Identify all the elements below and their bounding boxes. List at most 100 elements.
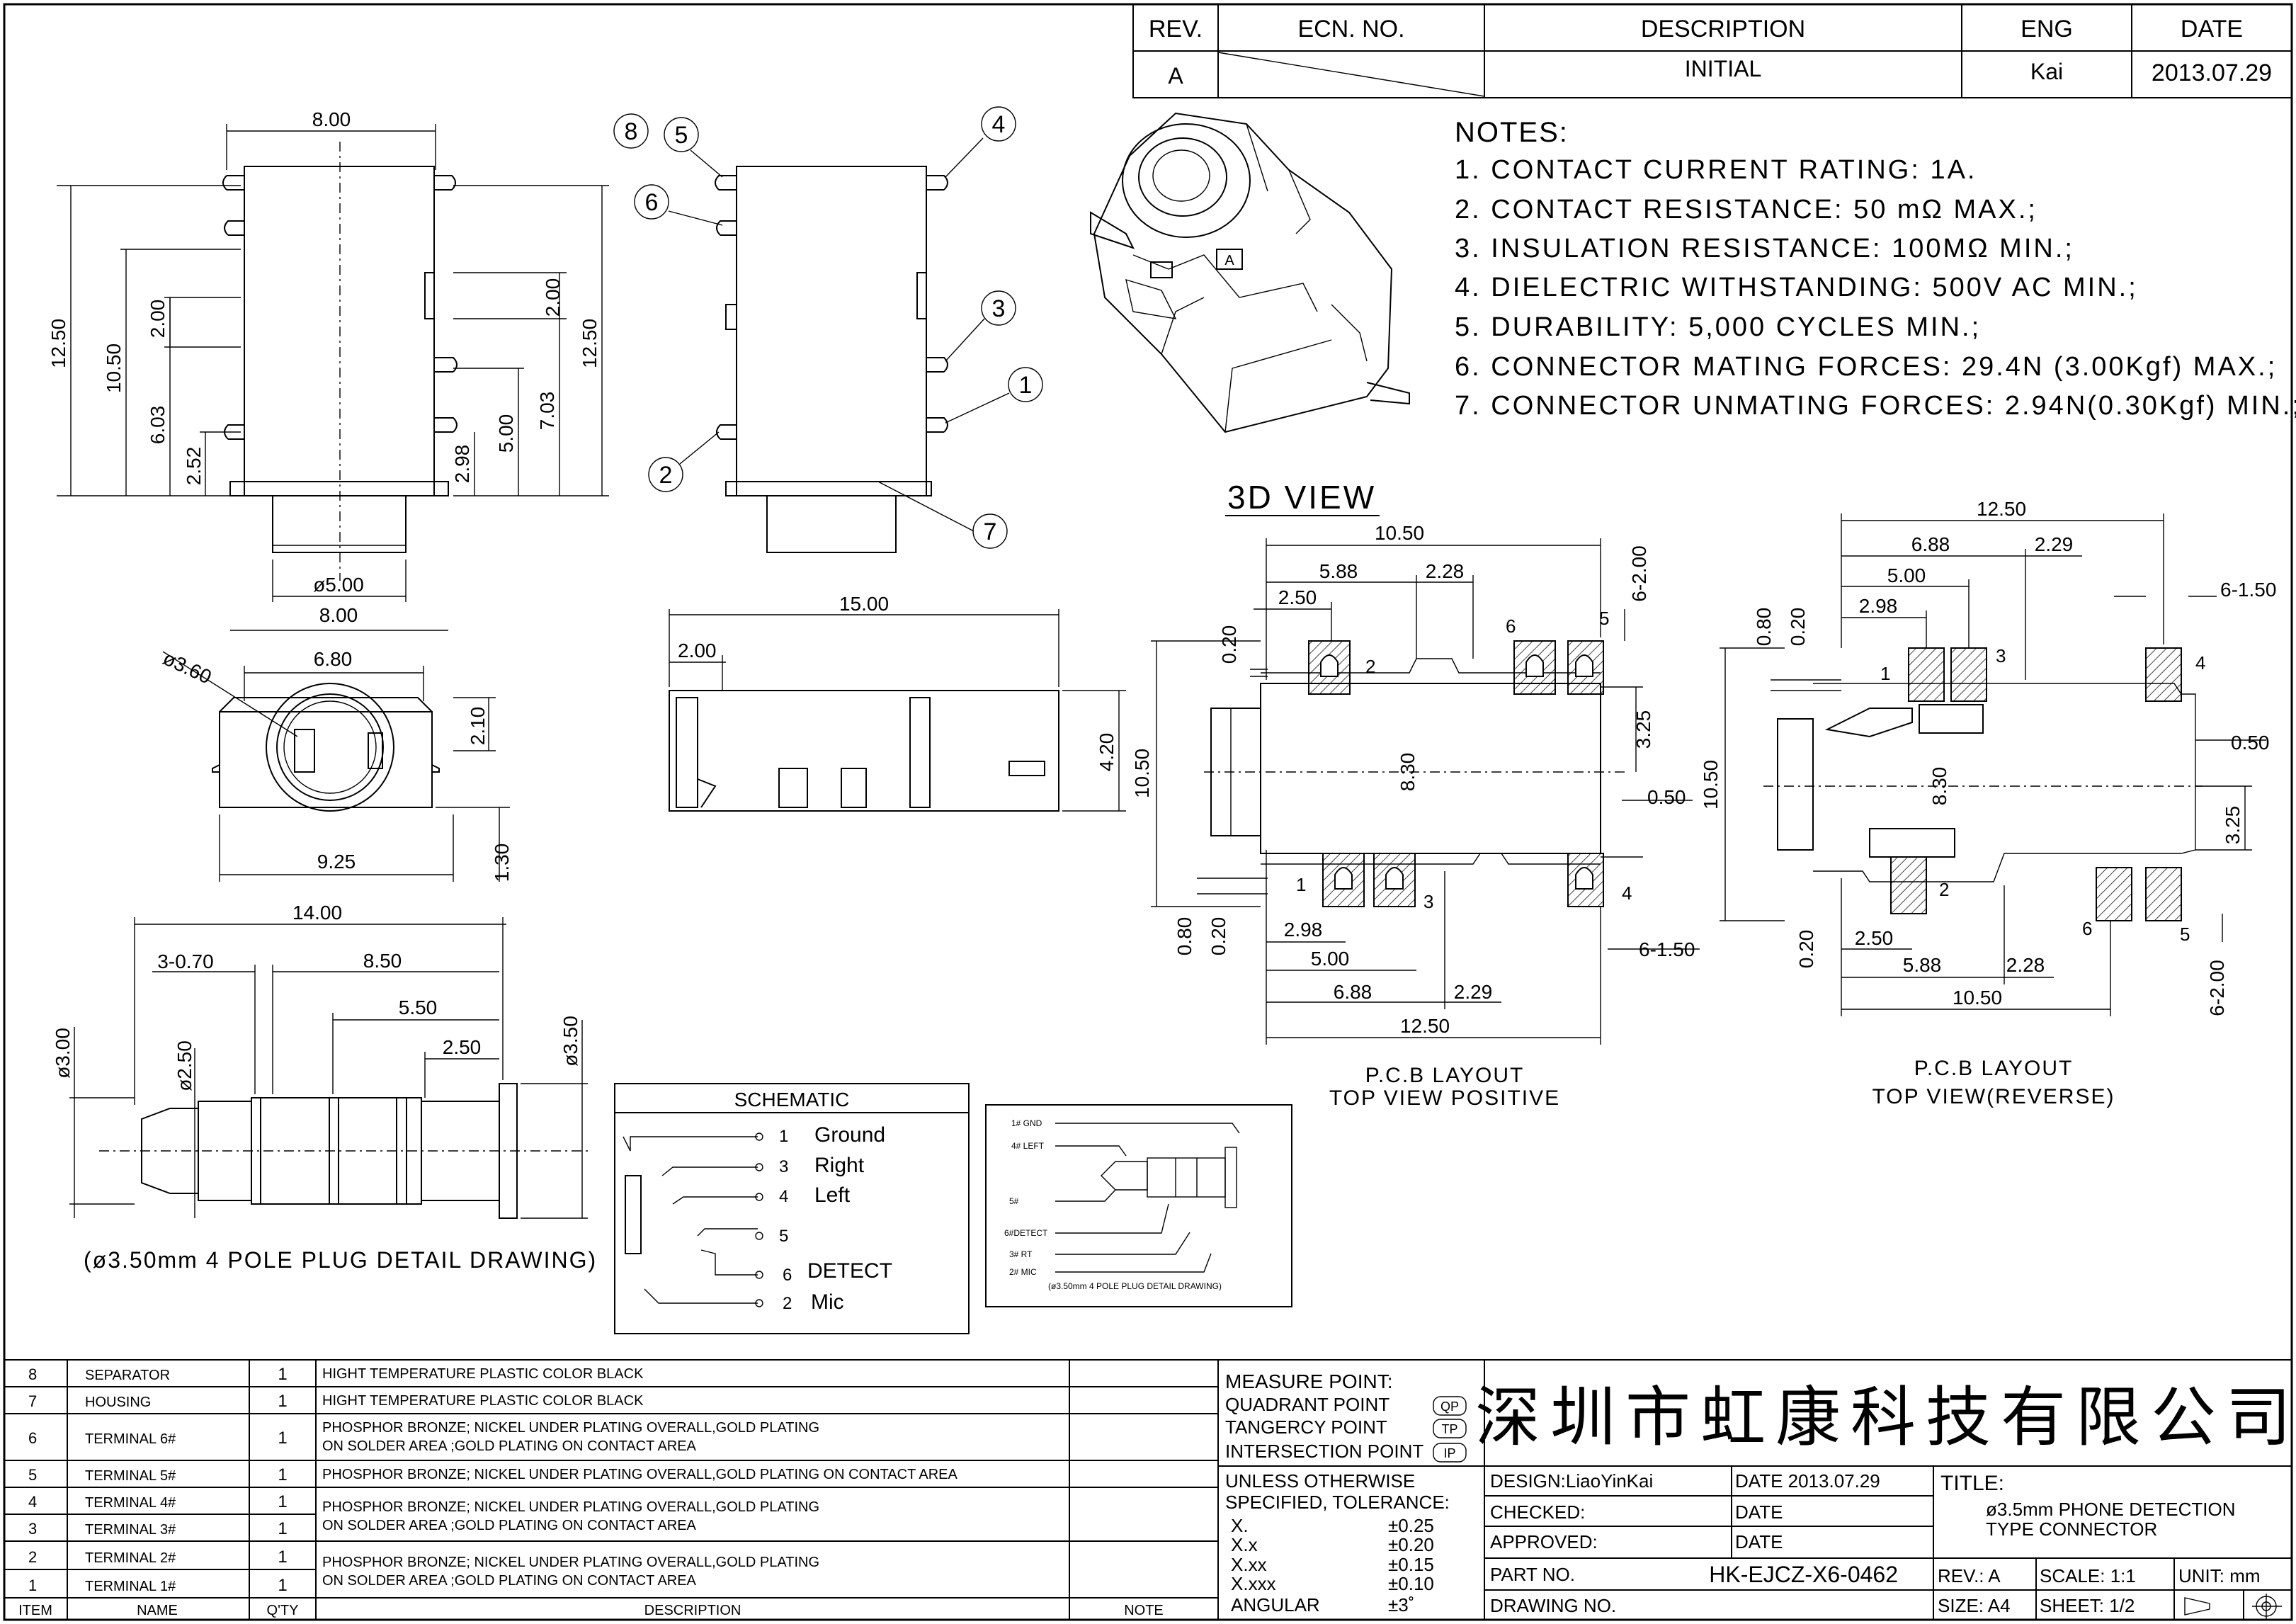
notes-block: NOTES: 1. CONTACT CURRENT RATING: 1A. 2.… [1455, 117, 2296, 421]
mini-plug-detail: 1# GND 4# LEFT 5# 6#DETECT 3# RT 2# MIC … [985, 1104, 1292, 1307]
svg-text:2.98: 2.98 [1284, 919, 1323, 941]
svg-text:X.x: X.x [1231, 1534, 1258, 1555]
svg-text:2.50: 2.50 [443, 1036, 482, 1058]
isometric-view: A 3D VIEW [1090, 112, 1410, 516]
svg-text:Left: Left [814, 1183, 851, 1207]
svg-text:SEPARATOR: SEPARATOR [85, 1368, 170, 1383]
svg-text:6-2.00: 6-2.00 [1628, 545, 1650, 601]
svg-text:2.98: 2.98 [451, 445, 473, 484]
svg-text:1: 1 [278, 1519, 287, 1538]
svg-text:2: 2 [1365, 656, 1375, 677]
drawing-title-2: TYPE CONNECTOR [1986, 1518, 2157, 1540]
pcb-positive: 2 6 5 1 3 4 10.50 5.88 2.28 2.50 0.20 6-… [1131, 522, 1700, 1110]
svg-text:X.: X. [1231, 1515, 1249, 1536]
length-view: 15.00 2.00 4.20 [669, 593, 1126, 812]
svg-text:2.98: 2.98 [1859, 595, 1898, 617]
svg-text:4.20: 4.20 [1096, 733, 1118, 772]
svg-text:2.52: 2.52 [183, 447, 205, 486]
svg-text:8.00: 8.00 [312, 108, 351, 130]
svg-text:8.50: 8.50 [363, 950, 402, 972]
svg-text:NOTE: NOTE [1124, 1603, 1164, 1618]
note-7: 7. CONNECTOR UNMATING FORCES: 2.94N(0.30… [1455, 391, 2296, 421]
svg-text:DESCRIPTION: DESCRIPTION [644, 1603, 741, 1618]
pcb-positive-caption-2: TOP VIEW POSITIVE [1329, 1086, 1560, 1110]
svg-text:±3˚: ±3˚ [1388, 1594, 1414, 1616]
svg-text:3: 3 [992, 295, 1006, 322]
svg-text:TERMINAL 5#: TERMINAL 5# [85, 1468, 176, 1484]
svg-text:INTERSECTION POINT: INTERSECTION POINT [1225, 1441, 1423, 1462]
svg-text:UNLESS OTHERWISE: UNLESS OTHERWISE [1225, 1470, 1415, 1492]
pcb-reverse-caption-2: TOP VIEW(REVERSE) [1872, 1085, 2115, 1108]
svg-text:2.29: 2.29 [2035, 533, 2074, 555]
svg-text:ø3.50: ø3.50 [559, 1016, 581, 1067]
svg-text:5.00: 5.00 [1311, 948, 1350, 970]
svg-text:1: 1 [779, 1127, 788, 1146]
bom-table: 8 SEPARATOR 1 HIGHT TEMPERATURE PLASTIC … [4, 1359, 1219, 1620]
svg-text:NAME: NAME [137, 1603, 178, 1618]
svg-text:DATE: DATE [1735, 1531, 1783, 1552]
svg-text:8: 8 [625, 118, 638, 145]
svg-text:5: 5 [1599, 608, 1609, 629]
svg-text:5.88: 5.88 [1319, 560, 1358, 582]
svg-text:14.00: 14.00 [292, 902, 342, 924]
svg-text:6.80: 6.80 [314, 648, 353, 670]
svg-text:10.50: 10.50 [1700, 760, 1722, 810]
svg-text:1: 1 [1019, 372, 1033, 399]
svg-text:2# MIC: 2# MIC [1009, 1267, 1037, 1277]
svg-text:1: 1 [1296, 874, 1306, 895]
svg-text:2: 2 [1939, 879, 1949, 900]
side-view: 8 5 6 4 3 1 2 7 [613, 106, 1043, 553]
svg-text:1.30: 1.30 [491, 844, 513, 882]
svg-text:2: 2 [659, 462, 673, 489]
svg-text:A: A [1224, 253, 1234, 268]
svg-text:2.28: 2.28 [2006, 954, 2045, 976]
svg-text:6.88: 6.88 [1911, 533, 1950, 555]
note-4: 4. DIELECTRIC WITHSTANDING: 500V AC MIN.… [1455, 273, 2138, 302]
svg-text:3# RT: 3# RT [1009, 1249, 1033, 1259]
svg-text:8.00: 8.00 [319, 604, 358, 626]
ecn-header: ECN. NO. [1297, 16, 1404, 42]
svg-text:9.25: 9.25 [317, 851, 356, 873]
svg-text:QUADRANT POINT: QUADRANT POINT [1225, 1394, 1389, 1415]
svg-text:10.50: 10.50 [103, 343, 125, 393]
eng-value: Kai [2030, 59, 2063, 84]
svg-text:1: 1 [278, 1548, 287, 1567]
svg-text:4: 4 [1622, 882, 1632, 904]
svg-text:6-1.50: 6-1.50 [2220, 579, 2276, 601]
svg-text:4: 4 [779, 1187, 788, 1206]
svg-text:DATE: DATE [1735, 1501, 1783, 1523]
svg-text:1: 1 [1880, 663, 1890, 684]
plug-detail: 14.00 3-0.70 8.50 5.50 2.50 ø3.00 ø2.50 … [52, 902, 596, 1273]
svg-text:6-1.50: 6-1.50 [1639, 938, 1695, 960]
svg-text:ITEM: ITEM [18, 1603, 52, 1618]
svg-text:7: 7 [28, 1392, 37, 1410]
svg-text:10.50: 10.50 [1375, 522, 1424, 544]
svg-text:3.25: 3.25 [1632, 710, 1654, 749]
svg-text:PART NO.: PART NO. [1490, 1564, 1575, 1585]
schematic: SCHEMATIC 1 Ground 3 Right 4 Left 5 6 DE… [614, 1083, 970, 1334]
svg-text:ON SOLDER AREA ;GOLD PLATING O: ON SOLDER AREA ;GOLD PLATING ON CONTACT … [322, 1573, 697, 1589]
svg-text:DETECT: DETECT [807, 1259, 892, 1283]
svg-text:12.50: 12.50 [1400, 1015, 1450, 1037]
svg-text:0.50: 0.50 [1647, 786, 1686, 808]
svg-text:TITLE:: TITLE: [1940, 1472, 2004, 1495]
svg-text:6.88: 6.88 [1334, 981, 1373, 1003]
svg-text:1: 1 [278, 1392, 287, 1411]
svg-text:0.80: 0.80 [1173, 917, 1195, 956]
svg-text:3: 3 [28, 1520, 37, 1538]
title-block: MEASURE POINT: QUADRANT POINT TANGERCY P… [1217, 1359, 2292, 1620]
svg-text:2.28: 2.28 [1426, 560, 1465, 582]
svg-text:6.03: 6.03 [147, 406, 169, 445]
notes-title: NOTES: [1455, 117, 1569, 148]
svg-text:0.20: 0.20 [1787, 608, 1809, 647]
svg-text:2.00: 2.00 [147, 300, 169, 339]
description-value: INITIAL [1685, 56, 1761, 81]
svg-text:2: 2 [783, 1294, 792, 1313]
svg-text:TANGERCY POINT: TANGERCY POINT [1225, 1416, 1387, 1438]
svg-text:12.50: 12.50 [47, 319, 69, 368]
drawing-title-1: ø3.5mm PHONE DETECTION [1986, 1499, 2235, 1520]
part-number: HK-EJCZ-X6-0462 [1709, 1562, 1898, 1587]
svg-text:(ø3.50mm 4 POLE PLUG DETAIL DR: (ø3.50mm 4 POLE PLUG DETAIL DRAWING) [1048, 1281, 1222, 1291]
svg-text:8.30: 8.30 [1928, 767, 1950, 806]
svg-text:DRAWING NO.: DRAWING NO. [1490, 1595, 1616, 1616]
